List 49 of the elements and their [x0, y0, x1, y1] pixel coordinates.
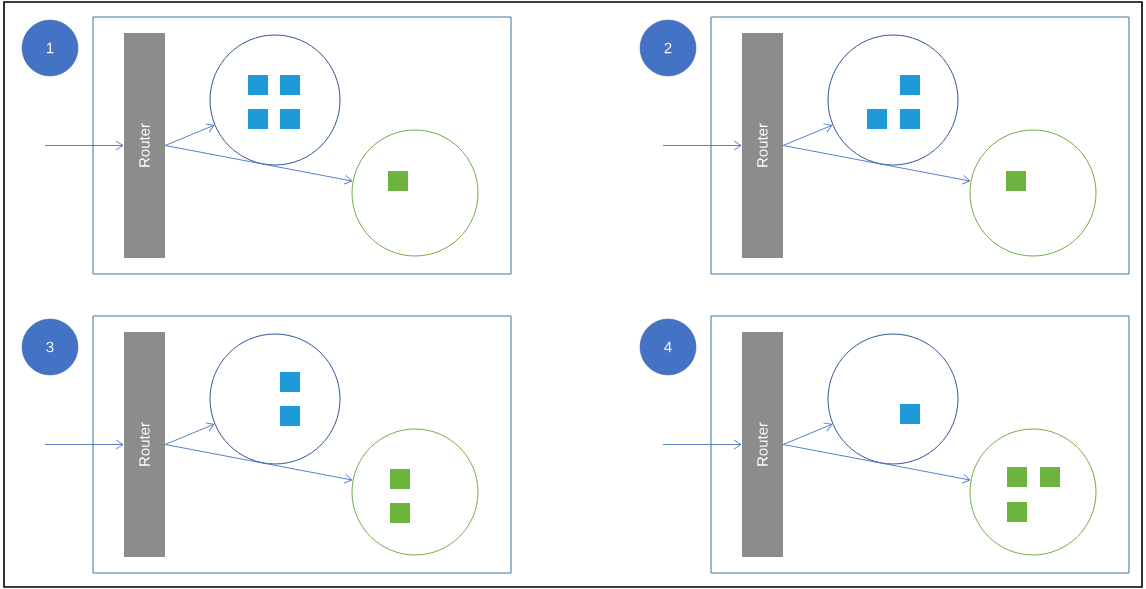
number-badge: 4	[639, 318, 697, 376]
square	[280, 406, 300, 426]
panel-box	[710, 315, 1130, 574]
number-badge: 1	[21, 19, 79, 77]
circle	[827, 333, 959, 465]
arrow	[782, 145, 971, 185]
circle	[209, 34, 341, 166]
number-badge: 2	[639, 19, 697, 77]
square	[900, 109, 920, 129]
square	[280, 372, 300, 392]
square	[1040, 467, 1060, 487]
circle	[209, 333, 341, 465]
square	[280, 75, 300, 95]
arrow	[164, 422, 215, 445]
arrow	[44, 140, 124, 151]
arrow	[662, 140, 742, 151]
square	[390, 469, 410, 489]
square	[248, 75, 268, 95]
arrow	[662, 439, 742, 450]
panel-box	[710, 16, 1130, 275]
router-bar: Router	[742, 33, 783, 258]
arrow	[44, 439, 124, 450]
router-bar: Router	[124, 332, 165, 557]
number-badge: 3	[21, 318, 79, 376]
panel-box	[92, 315, 512, 574]
square	[390, 503, 410, 523]
circle	[351, 129, 479, 257]
square	[900, 404, 920, 424]
square	[280, 109, 300, 129]
arrow	[782, 444, 971, 484]
arrow	[164, 444, 353, 484]
arrow	[782, 422, 833, 445]
arrow	[164, 123, 215, 146]
square	[900, 75, 920, 95]
square	[867, 109, 887, 129]
square	[1007, 467, 1027, 487]
square	[1006, 171, 1026, 191]
router-bar: Router	[124, 33, 165, 258]
arrow	[782, 123, 833, 146]
router-bar: Router	[742, 332, 783, 557]
square	[1007, 502, 1027, 522]
circle	[351, 428, 479, 556]
square	[248, 109, 268, 129]
arrow	[164, 145, 353, 185]
square	[388, 171, 408, 191]
circle	[969, 428, 1097, 556]
circle	[827, 34, 959, 166]
panel-box	[92, 16, 512, 275]
circle	[969, 129, 1097, 257]
